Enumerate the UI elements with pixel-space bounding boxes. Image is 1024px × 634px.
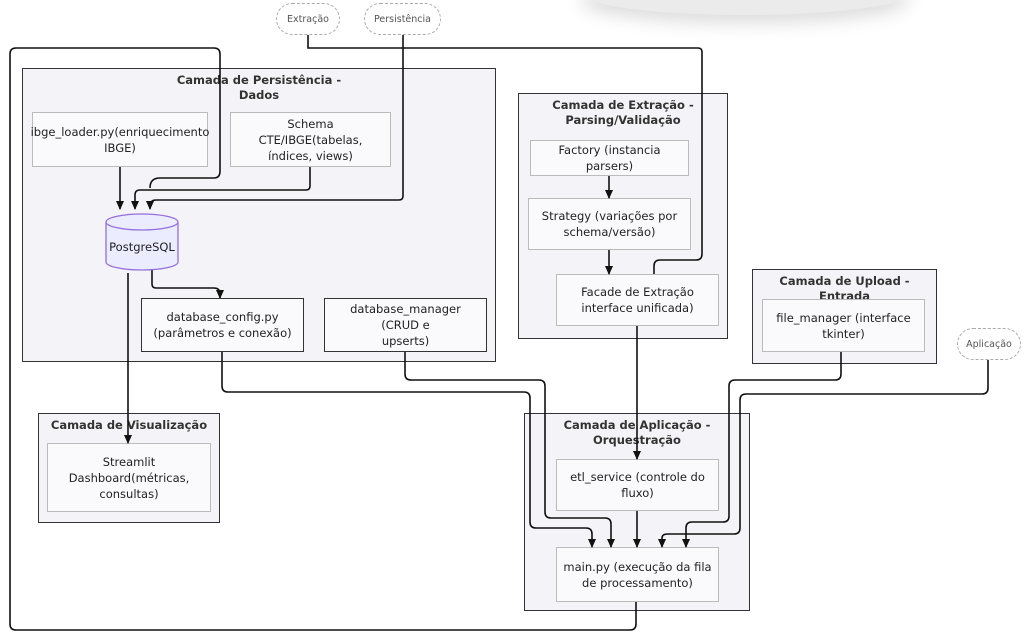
wire-extracao-facade	[307, 35, 703, 274]
wire-aplicacao-main	[658, 360, 989, 548]
node-strategy[interactable]: Strategy (variações por schema/versão)	[528, 198, 691, 250]
node-postgres-label[interactable]: PostgreSQL	[109, 240, 175, 254]
node-database-manager[interactable]: database_manager (CRUD e upserts)	[324, 298, 487, 352]
node-factory[interactable]: Factory (instancia parsers)	[530, 140, 689, 176]
wire-persistencia-postgres	[146, 35, 404, 210]
pill-aplicacao[interactable]: Aplicação	[957, 328, 1021, 360]
wire-main-ibge-loop	[9, 47, 637, 631]
node-ibge-loader[interactable]: ibge_loader.py(enriquecimento IBGE)	[31, 112, 209, 167]
pill-extracao[interactable]: Extração	[276, 3, 340, 35]
wire-schema-postgres	[131, 167, 311, 210]
node-schema[interactable]: Schema CTE/IBGE(tabelas, índices, views)	[230, 112, 391, 167]
pill-persistencia[interactable]: Persistência	[364, 3, 441, 35]
database-cylinder-icon	[105, 213, 179, 271]
node-facade[interactable]: Facade de Extração interface unificada)	[556, 274, 719, 326]
cluster-visualizacao-title: Camada de Visualização	[50, 418, 208, 432]
cluster-extracao-title: Camada de Extração - Parsing/Validação	[552, 98, 694, 127]
wire-postgres-dbconfig	[151, 268, 224, 299]
node-database-config[interactable]: database_config.py (parâmetros e conexão…	[141, 298, 304, 352]
node-file-manager[interactable]: file_manager (interface tkinter)	[762, 299, 925, 352]
wire-dbconfig-main	[221, 352, 596, 548]
cluster-persistencia-title: Camada de Persistência - Dados	[176, 73, 342, 102]
wire-filemanager-main	[682, 352, 842, 548]
node-main[interactable]: main.py (execução da fila de processamen…	[556, 547, 719, 602]
cluster-upload-title: Camada de Upload - Entrada	[779, 274, 910, 303]
node-etl-service[interactable]: etl_service (controle do fluxo)	[556, 459, 719, 511]
wire-dbmanager-main	[404, 352, 615, 548]
node-streamlit[interactable]: Streamlit Dashboard(métricas, consultas)	[47, 443, 211, 512]
top-shadow-decoration	[580, 0, 910, 15]
